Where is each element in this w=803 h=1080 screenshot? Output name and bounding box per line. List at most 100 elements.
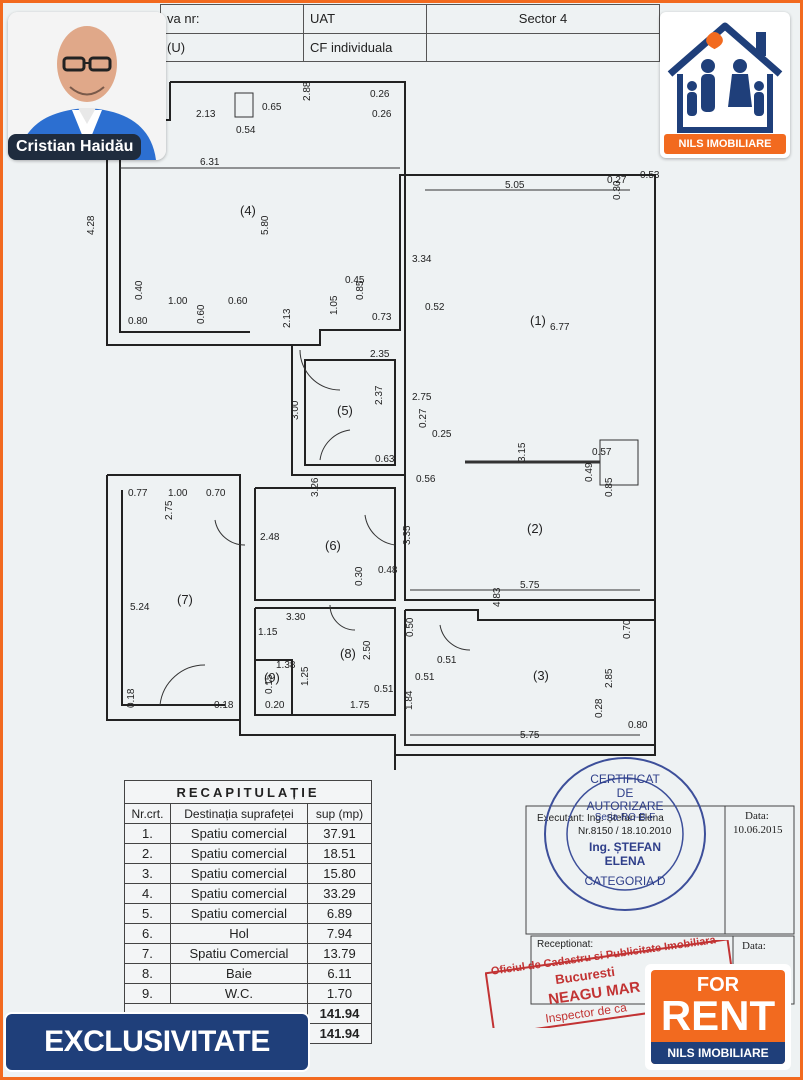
dimension-label: 2.37 — [374, 385, 385, 405]
recap-cell: 5. — [124, 903, 171, 924]
dimension-label: 5.75 — [520, 730, 540, 741]
dimension-label: 0.30 — [354, 566, 365, 586]
agent-name: Cristian Haidău — [8, 134, 142, 160]
header-cell: va nr: — [160, 4, 304, 34]
recap-cell: 4. — [124, 883, 171, 904]
dimension-label: 0.85 — [355, 280, 366, 300]
dimension-label: 0.65 — [262, 102, 282, 113]
recap-cell: 2. — [124, 843, 171, 864]
wall-room-1 — [405, 174, 656, 615]
dimension-label: 0.77 — [128, 488, 148, 499]
receptionat-label: Receptionat: — [537, 939, 594, 950]
dimension-label: 0.63 — [375, 454, 395, 465]
recap-cell: 15.80 — [307, 863, 372, 884]
dimension-label: 0.73 — [372, 312, 392, 323]
recap-cell: Spatiu comercial — [169, 883, 309, 904]
dimension-label: 3.34 — [412, 254, 432, 265]
room-label: (6) — [325, 538, 341, 553]
dimension-label: 3.26 — [310, 477, 321, 497]
dimension-label: 0.51 — [415, 672, 435, 683]
recap-table: RECAPITULAȚIE Nr.crt. Destinația suprafe… — [124, 780, 372, 1044]
recap-cell: Spatiu comercial — [169, 843, 309, 864]
recap-cell: 1.70 — [307, 983, 372, 1004]
wall-room-5 — [304, 359, 396, 466]
dimension-label: 0.51 — [374, 684, 394, 695]
plan-inner-lines — [120, 92, 640, 736]
dimension-label: 6.77 — [550, 322, 570, 333]
room-label: (2) — [527, 521, 543, 536]
dimension-label: 4.83 — [492, 587, 503, 607]
dimension-label: 0.70 — [206, 488, 226, 499]
receptionat-date-label: Data: — [742, 940, 766, 952]
date-value: 10.06.2015 — [733, 824, 783, 836]
dimension-label: 0.48 — [378, 565, 398, 576]
recap-cell: Baie — [169, 963, 309, 984]
room-label: (4) — [240, 203, 256, 218]
dimension-label: 0.80 — [128, 316, 148, 327]
dimension-label: 3.00 — [290, 400, 301, 420]
dimension-label: 0.85 — [604, 477, 615, 497]
dimension-label: 0.20 — [265, 700, 285, 711]
executant-label: Executant: Ing. Ștefan Elena — [537, 813, 664, 824]
recap-cell: Spatiu Comercial — [169, 943, 309, 964]
door-arc — [159, 664, 206, 706]
wall-room-4-outer — [106, 120, 292, 346]
wall-room-3 — [404, 609, 656, 746]
dimension-label: 2.75 — [164, 500, 175, 520]
dimension-label: 0.60 — [196, 304, 207, 324]
dimension-label: 0.56 — [416, 474, 436, 485]
door-arc — [439, 624, 471, 651]
room-label: (7) — [177, 592, 193, 607]
dimension-label: 3.15 — [517, 442, 528, 462]
door-arc — [214, 519, 246, 546]
dimension-label: 2.13 — [282, 308, 293, 328]
for-rent-badge: FOR RENT NILS IMOBILIARE — [645, 964, 791, 1070]
stamp-text: Seria RO-B-F — [594, 812, 656, 823]
dimension-label: 0.51 — [437, 655, 457, 666]
door-arc — [329, 604, 356, 631]
for-label: FOR — [696, 974, 740, 996]
dimension-label: 2.88 — [302, 81, 313, 101]
room-label: (3) — [533, 668, 549, 683]
wall-room-4 — [170, 81, 406, 476]
header-cell: UAT — [303, 4, 427, 34]
dimension-label: 2.85 — [604, 668, 615, 688]
dimension-label: 0.27 — [607, 175, 627, 186]
dimension-label: 0.25 — [432, 429, 452, 440]
room-label: (1) — [530, 313, 546, 328]
dimension-label: 6.31 — [200, 157, 220, 168]
wall-room-9 — [255, 659, 293, 715]
wall-room-8 — [254, 607, 396, 716]
dimension-label: 0.70 — [622, 619, 633, 639]
date-label: Data: — [745, 810, 769, 822]
room-label: (5) — [337, 403, 353, 418]
recap-cell: 37.91 — [307, 823, 372, 844]
recap-cell: Spatiu comercial — [169, 903, 309, 924]
dimension-label: 1.75 — [350, 700, 370, 711]
stamp-text: ELENA — [604, 854, 646, 868]
recap-cell: Hol — [169, 923, 309, 944]
door-arc — [319, 429, 351, 461]
cert-number: Nr.8150 / 18.10.2010 — [578, 826, 672, 837]
dimension-label: 1.25 — [300, 666, 311, 686]
recap-cell: 6.89 — [307, 903, 372, 924]
recap-cell: 6.11 — [307, 963, 372, 984]
stamp-text: CERTIFICAT — [590, 772, 660, 786]
exclusive-badge: EXCLUSIVITATE — [4, 1012, 310, 1072]
dimension-label: 4.28 — [86, 215, 97, 235]
rent-label: RENT — [660, 992, 776, 1039]
table-row: 9.W.C.1.70 — [124, 983, 372, 1004]
dimension-label: 0.52 — [425, 302, 445, 313]
recap-total: 141.94 — [307, 1003, 372, 1024]
stamp-text: DE — [616, 786, 634, 800]
dimension-label: 5.80 — [260, 215, 271, 235]
brand-logo-card: NILS IMOBILIARE — [660, 12, 790, 158]
header-cell — [426, 32, 660, 62]
recap-cell: 7.94 — [307, 923, 372, 944]
wall-room-1-2 — [404, 175, 655, 601]
dimension-label: 0.54 — [236, 125, 256, 136]
